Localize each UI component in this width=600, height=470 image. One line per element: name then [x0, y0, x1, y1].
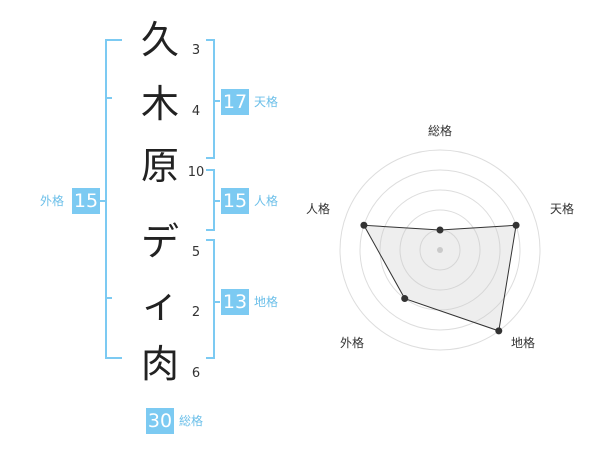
- stroke-count-1: 3: [191, 43, 201, 58]
- soukaku-value: 30: [146, 408, 174, 434]
- radar-point-4: [401, 295, 409, 303]
- tenkaku-value: 17: [221, 89, 249, 115]
- radar-axis-label-4: 外格: [339, 336, 364, 350]
- name-char-1: 久: [140, 18, 179, 62]
- radar-ring: [379, 189, 501, 311]
- radar-ring: [399, 209, 481, 291]
- name-char-5: ィ: [140, 282, 179, 326]
- stroke-count-3: 10: [187, 165, 205, 180]
- chikaku-bracket: [206, 239, 215, 359]
- stroke-count-6: 6: [191, 366, 201, 381]
- radar-polygon: [363, 224, 517, 332]
- radar-point-3: [495, 327, 503, 335]
- gaikaku-value: 15: [72, 188, 100, 214]
- stroke-count-5: 2: [191, 305, 201, 320]
- radar-ring: [339, 149, 541, 351]
- radar-axis-label-2: 天格: [549, 202, 574, 216]
- radar-point-5: [360, 221, 368, 229]
- radar-point-1: [436, 226, 444, 234]
- gaikaku-bracket: [105, 39, 122, 359]
- radar-axis-label-1: 総格: [427, 124, 452, 138]
- radar-axis-label-3: 地格: [510, 336, 535, 350]
- name-char-4: デ: [140, 220, 179, 264]
- gaikaku-label: 外格: [40, 194, 65, 208]
- jinkaku-label: 人格: [254, 194, 279, 208]
- radar-axis-label-5: 人格: [305, 202, 330, 216]
- stroke-count-4: 5: [191, 245, 201, 260]
- chikaku-value: 13: [221, 289, 249, 315]
- stroke-count-2: 4: [191, 104, 201, 119]
- radar-ring: [359, 169, 521, 331]
- tenkaku-label: 天格: [254, 95, 279, 109]
- name-char-3: 原: [140, 144, 179, 188]
- name-char-2: 木: [140, 82, 179, 126]
- soukaku-label: 総格: [179, 414, 204, 428]
- radar-point-2: [512, 221, 520, 229]
- chikaku-label: 地格: [254, 295, 279, 309]
- tenkaku-bracket: [206, 39, 215, 159]
- name-char-6: 肉: [140, 342, 179, 386]
- radar-center: [437, 247, 443, 253]
- jinkaku-value: 15: [221, 188, 249, 214]
